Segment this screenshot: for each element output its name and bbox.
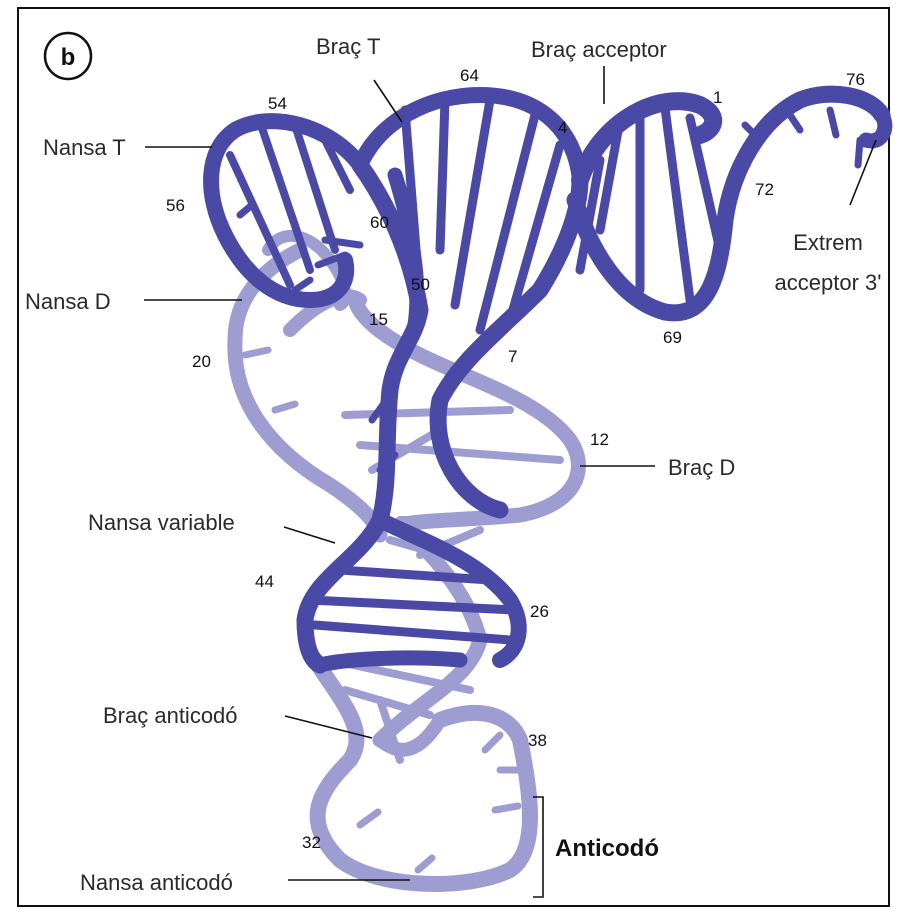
label-anticodon-loop: Nansa anticodó — [80, 870, 233, 895]
rung-ac-d-3 — [665, 108, 690, 300]
panel-badge: b — [45, 33, 91, 79]
stub-ac-1 — [360, 812, 378, 825]
label-variable-loop: Nansa variable — [88, 510, 235, 535]
position-7: 7 — [508, 347, 517, 366]
label-t-arm: Braç T — [316, 34, 380, 59]
leader-variable-loop — [284, 527, 335, 543]
label-anticodon: Anticodó — [555, 835, 659, 862]
position-76: 76 — [846, 70, 865, 89]
leader-t-arm — [374, 80, 402, 122]
stub-t-4 — [295, 280, 310, 290]
position-20: 20 — [192, 352, 211, 371]
position-4: 4 — [558, 118, 567, 137]
position-72: 72 — [755, 180, 774, 199]
position-60: 60 — [370, 213, 389, 232]
stub-3p-3 — [830, 110, 836, 135]
stub-t-3 — [325, 240, 360, 245]
rung-var-1 — [310, 600, 515, 610]
position-56: 56 — [166, 196, 185, 215]
anticodon-upper-dark — [320, 658, 460, 665]
stub-d-1 — [245, 350, 268, 355]
position-50: 50 — [411, 275, 430, 294]
label-t-loop: Nansa T — [43, 135, 126, 160]
stub-ac-4 — [495, 806, 518, 810]
label-acceptor-arm: Braç acceptor — [531, 37, 667, 62]
position-26: 26 — [530, 602, 549, 621]
position-38: 38 — [528, 731, 547, 750]
position-54: 54 — [268, 94, 287, 113]
rung-d-2 — [345, 410, 510, 415]
label-3prime-line2: acceptor 3' — [775, 270, 882, 295]
position-32: 32 — [302, 833, 321, 852]
leader-3prime — [850, 140, 876, 205]
stub-t-1 — [240, 205, 252, 215]
position-64: 64 — [460, 66, 479, 85]
position-15: 15 — [369, 310, 388, 329]
label-anticodon-arm: Braç anticodó — [103, 703, 238, 728]
label-3prime-line1: Extrem — [793, 230, 863, 255]
label-d-loop: Nansa D — [25, 289, 111, 314]
position-44: 44 — [255, 572, 274, 591]
position-1: 1 — [713, 88, 722, 107]
rung-ta-3 — [455, 100, 490, 305]
panel-letter: b — [61, 44, 76, 71]
position-12: 12 — [590, 430, 609, 449]
stub-3p-2 — [790, 115, 800, 130]
stub-3p-4 — [858, 140, 860, 165]
stub-3p-1 — [745, 125, 755, 135]
label-d-arm: Braç D — [668, 455, 735, 480]
rung-ta-2 — [440, 100, 445, 250]
position-69: 69 — [663, 328, 682, 347]
stub-ac-2 — [418, 858, 432, 870]
stub-d-2 — [275, 404, 295, 410]
stub-ac-5 — [485, 735, 500, 750]
